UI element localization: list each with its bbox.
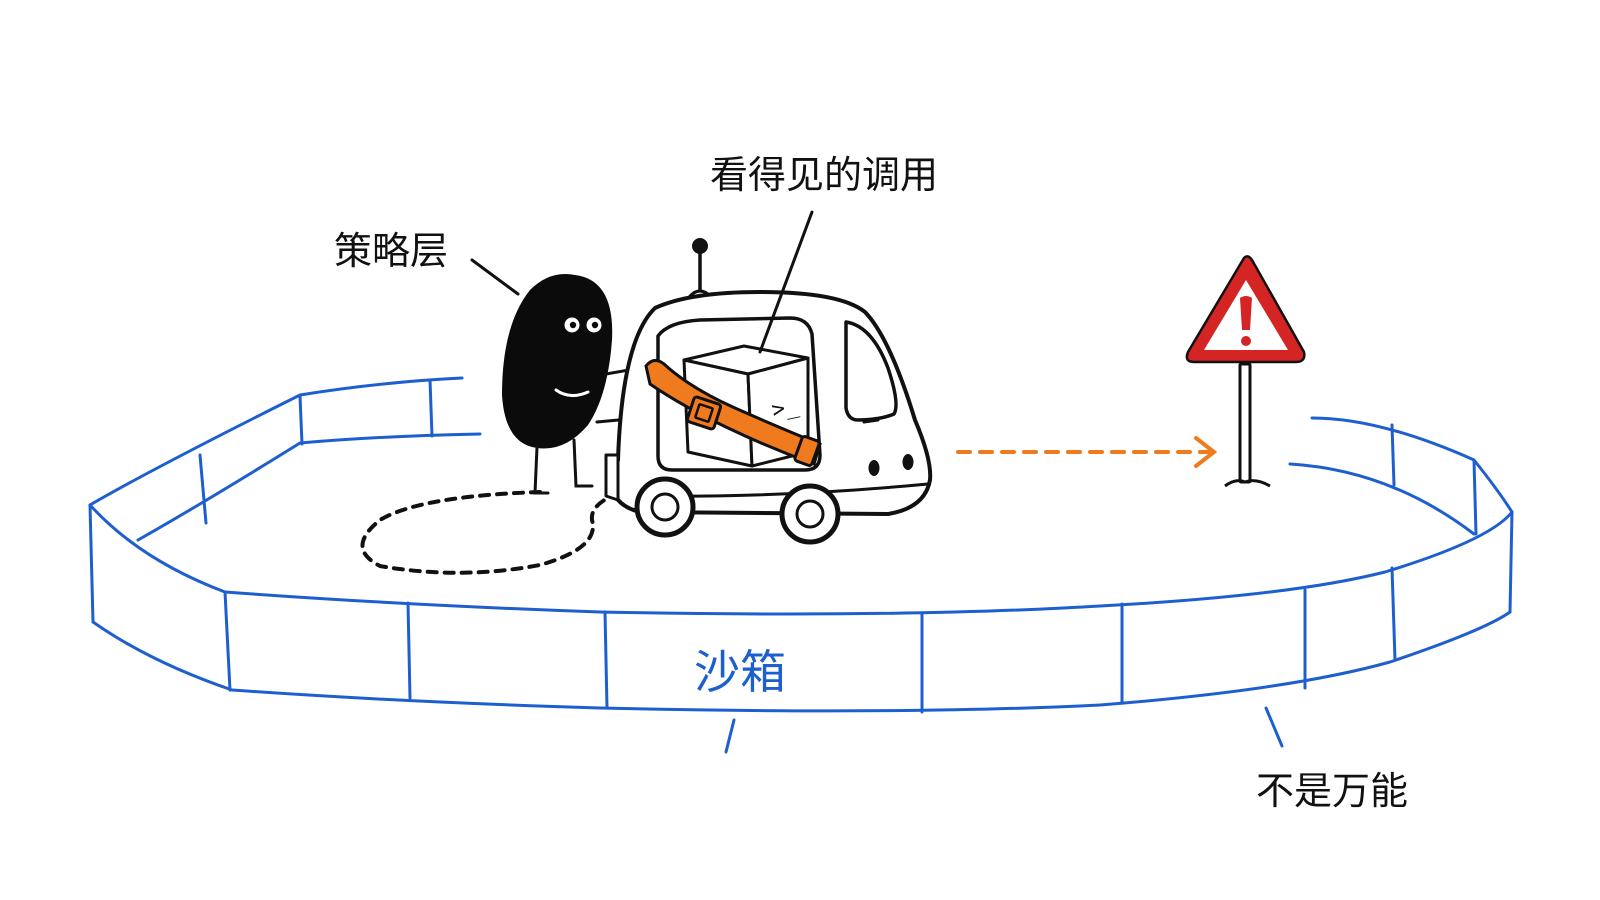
sandbox-label: 沙箱 xyxy=(694,645,786,699)
warning-sign-exclaim xyxy=(1240,296,1252,330)
car-eyes xyxy=(868,454,914,476)
sandbox-wall-rim-back-right xyxy=(1310,416,1514,514)
not-omnipotent-label: 不是万能 xyxy=(1256,769,1408,813)
sandbox-wall-front-bottom xyxy=(91,610,1512,713)
sandbox-wall-panel-dividers xyxy=(223,566,1397,714)
sandbox-wall-back-dividers xyxy=(198,378,1478,536)
dotted-trail xyxy=(360,490,618,575)
warning-sign-icon xyxy=(1185,255,1306,488)
sandbox-wall-rim-back-right-inner xyxy=(1288,462,1476,536)
car-antenna xyxy=(688,238,712,298)
policy-layer-label: 策略层 xyxy=(334,229,448,273)
visible-calls-pointer xyxy=(758,210,814,354)
car-wheel-rear xyxy=(634,476,696,538)
not-omnipotent-pointer xyxy=(1264,706,1284,748)
blob-smile xyxy=(554,388,590,397)
car-front-handle xyxy=(862,418,880,424)
sandbox-wall-right-edge xyxy=(1508,510,1514,614)
visible-calls-label: 看得见的调用 xyxy=(710,153,938,197)
car-front-window xyxy=(844,320,898,422)
car-wheel-front xyxy=(779,483,841,545)
policy-layer-pointer xyxy=(470,258,520,296)
path-arrow-head xyxy=(1194,436,1218,468)
warning-sign-pole xyxy=(1224,362,1271,488)
sandbox-wall xyxy=(88,376,1514,754)
blob-legs xyxy=(533,438,594,495)
sandbox-wall-left-edge xyxy=(88,503,95,624)
blob-body xyxy=(502,274,613,449)
seat-belt-clip xyxy=(793,435,821,467)
path-arrow xyxy=(956,436,1218,468)
sandbox-label-pointer xyxy=(724,718,736,754)
terminal-glyph: >_ xyxy=(769,393,801,423)
blob-eyes xyxy=(564,317,602,333)
seat-belt-buckle xyxy=(685,395,723,431)
seat-belt xyxy=(644,359,822,467)
car-rear-panel xyxy=(604,453,620,502)
sandbox-wall-rim-back-left-inner xyxy=(136,432,482,542)
sandbox-wall-rim-back-left xyxy=(88,376,464,507)
